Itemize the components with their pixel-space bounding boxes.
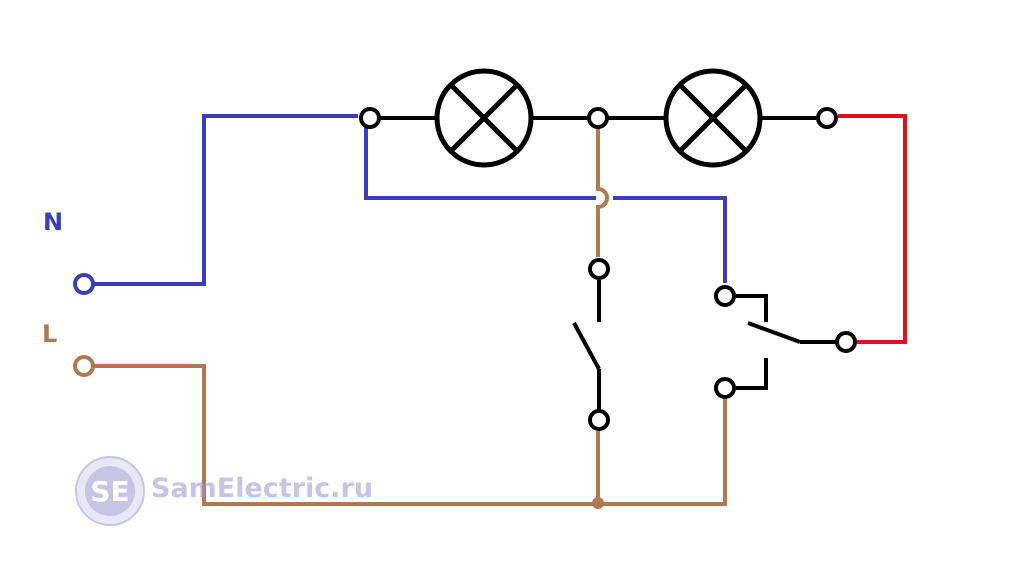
line-wires [93, 127, 727, 506]
lamp-2-right-terminal [816, 107, 838, 129]
switch1-top-terminal [588, 258, 610, 280]
samelectric-logo-icon: SE [75, 456, 145, 526]
watermark-site-name: SamElectric.ru [151, 473, 374, 504]
lamp-junction-terminal [587, 107, 609, 129]
switch2-lower-terminal [714, 377, 736, 399]
switch1-bottom-terminal [588, 409, 610, 431]
line-label: L [42, 320, 58, 348]
neutral-to-switch-wire-cont [613, 196, 727, 283]
two-way-switch [736, 294, 836, 390]
neutral-to-switch-wire [364, 124, 596, 200]
neutral-feed-wire [93, 114, 358, 286]
line-feed-wire [93, 364, 727, 506]
watermark: SE SamElectric.ru [74, 455, 404, 527]
neutral-wires [93, 114, 727, 286]
lamp-1-icon [434, 68, 534, 168]
single-pole-switch [572, 280, 601, 410]
switch2-common-terminal [835, 331, 857, 353]
lamp-junction-crossover-wire [596, 127, 609, 257]
svg-text:SE: SE [90, 475, 129, 508]
switch2-upper-terminal [714, 285, 736, 307]
switched-wire [838, 114, 907, 344]
terminals [73, 107, 857, 431]
lamp-1-left-terminal [359, 107, 381, 129]
neutral-label: N [43, 208, 64, 236]
line-junction-dot [592, 497, 604, 509]
terminal-l [73, 355, 95, 377]
lamp-2-icon [663, 68, 763, 168]
terminal-n [73, 273, 95, 295]
